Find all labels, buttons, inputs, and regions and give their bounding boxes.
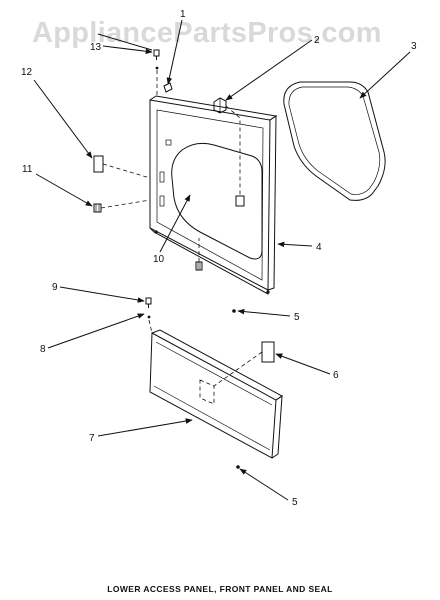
pad-part-12 (93, 155, 104, 173)
diagram-caption: LOWER ACCESS PANEL, FRONT PANEL AND SEAL (107, 584, 333, 594)
door-seal (283, 81, 386, 201)
callout-5-lower: 5 (292, 497, 298, 508)
callout-4: 4 (316, 242, 322, 253)
screw-part-9 (145, 297, 152, 308)
callout-2: 2 (314, 35, 320, 46)
callout-5-upper: 5 (294, 312, 300, 323)
guide-line-label (213, 351, 263, 387)
guide-line-bracket (225, 105, 241, 196)
hinge-bracket-part-2 (213, 97, 227, 114)
callout-8: 8 (40, 344, 46, 355)
lower-access-panel (149, 329, 283, 459)
latch-clip-part-11 (93, 203, 102, 213)
front-panel (149, 95, 278, 295)
callout-7: 7 (89, 433, 95, 444)
screw-part-5-upper (232, 309, 236, 313)
screw-part-5-lower (236, 465, 240, 469)
callout-10: 10 (153, 254, 165, 265)
clip-part-1 (163, 82, 173, 93)
callout-3: 3 (411, 41, 417, 52)
screw-part-13 (153, 49, 160, 60)
guide-line-lower (148, 319, 153, 334)
callout-6: 6 (333, 370, 339, 381)
callout-12: 12 (21, 67, 33, 78)
washer-part-8 (147, 315, 151, 319)
guide-line-latch (100, 199, 151, 209)
watermark-text: AppliancePartsPros.com (32, 17, 382, 49)
clip-part-10 (195, 261, 203, 271)
callout-11: 11 (22, 164, 33, 175)
washer-small (155, 66, 159, 70)
leader-lines (33, 19, 411, 501)
callout-1: 1 (180, 9, 186, 20)
guide-line-pad (102, 163, 151, 179)
label-part-6 (261, 341, 275, 363)
callout-9: 9 (52, 282, 58, 293)
callout-13: 13 (90, 42, 102, 53)
